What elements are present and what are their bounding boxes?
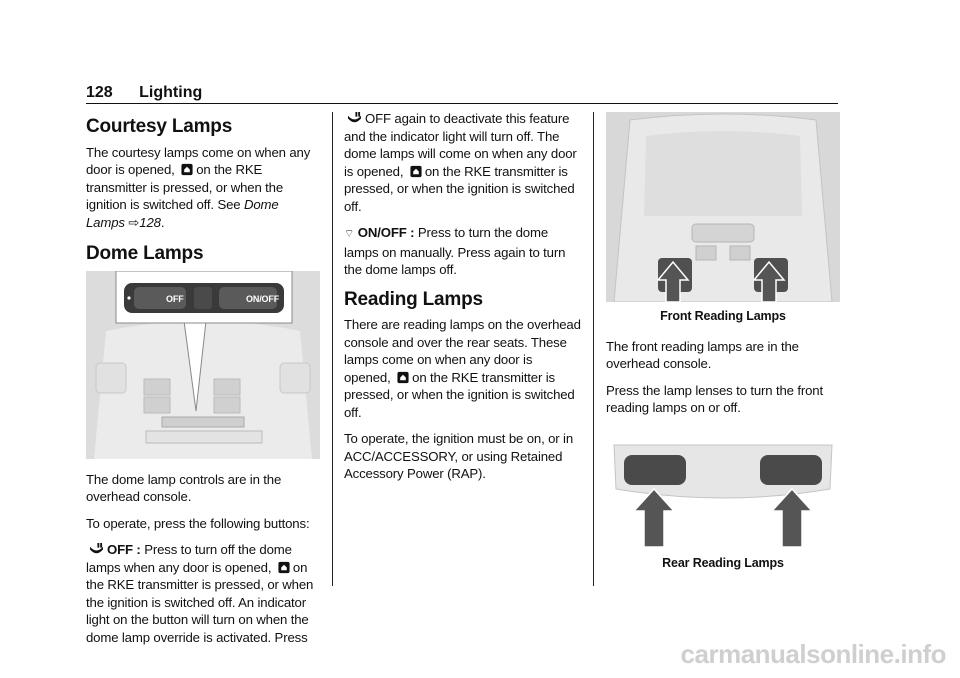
rke-unlock-icon [409, 165, 423, 178]
onoff-button-description: ⌔ ON/OFF : Press to turn the dome lamps … [344, 225, 566, 277]
front-reading-lamps-figure [606, 112, 840, 302]
dome-lamp-controls-figure: OFF ON/OFF [86, 270, 320, 459]
reading-paragraph-2: To operate, the ignition must be on, or … [344, 431, 574, 481]
dome-heading: Dome Lamps [86, 243, 204, 264]
figure-off-label: OFF [166, 294, 184, 304]
courtesy-heading: Courtesy Lamps [86, 116, 233, 137]
dome-paragraph-2: To operate, press the following buttons: [86, 515, 310, 531]
rke-unlock-icon [396, 371, 410, 384]
off-button-description-cont: OFF again to deactivate this feature and… [344, 111, 577, 214]
rear-reading-lamps-figure [606, 440, 840, 547]
watermark: carmanualsonline.info [680, 639, 947, 669]
rke-unlock-icon [277, 561, 291, 574]
section-title: Lighting [139, 84, 203, 101]
column-2: OFF again to deactivate this feature and… [344, 110, 582, 492]
header-rule [86, 103, 838, 104]
off-button-description: OFF : Press to turn off the dome lamps w… [86, 542, 314, 645]
dome-lamps-link[interactable]: Dome Lamps [86, 197, 279, 230]
column-divider [593, 112, 594, 586]
page-header: 128 Lighting [86, 84, 202, 102]
reading-paragraph-4: Press the lamp lenses to turn the front … [606, 382, 823, 416]
courtesy-paragraph: The courtesy lamps come on when any door… [86, 144, 311, 230]
page-number: 128 [86, 84, 113, 101]
column-3: Front Reading Lamps The front reading la… [606, 112, 840, 581]
door-override-icon [346, 112, 363, 125]
dome-paragraph-1: The dome lamp controls are in the overhe… [86, 471, 282, 505]
column-divider [332, 112, 333, 586]
dome-lamp-icon: ⌔ [344, 228, 355, 240]
door-override-icon [88, 543, 105, 556]
rear-reading-caption: Rear Reading Lamps [662, 555, 784, 570]
reading-paragraph-3: The front reading lamps are in the overh… [606, 338, 799, 372]
rke-unlock-icon [180, 163, 194, 176]
page-ref-icon: ⇨ [128, 214, 140, 230]
reading-heading: Reading Lamps [344, 288, 483, 310]
reading-paragraph-1: There are reading lamps on the overhead … [344, 317, 581, 420]
figure-onoff-label: ON/OFF [246, 294, 280, 304]
column-1: Courtesy Lamps The courtesy lamps come o… [86, 112, 320, 646]
front-reading-caption: Front Reading Lamps [660, 309, 786, 323]
